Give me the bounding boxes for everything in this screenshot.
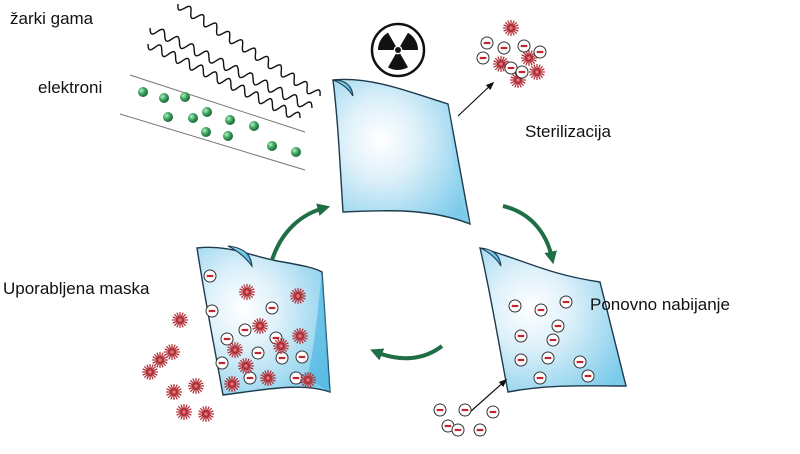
electron-icon: [159, 93, 169, 103]
negative-charge-icon: [480, 36, 494, 50]
negative-charge-icon: [275, 351, 289, 365]
virus-icon: [223, 375, 241, 393]
negative-charge-icon: [486, 405, 500, 419]
virus-icon: [197, 405, 215, 423]
virus-icon: [151, 351, 169, 369]
negative-charge-icon: [504, 61, 518, 75]
negative-charge-icon: [295, 350, 309, 364]
virus-icon: [226, 341, 244, 359]
virus-icon: [237, 357, 255, 375]
virus-icon: [259, 369, 277, 387]
negative-charge-icon: [559, 295, 573, 309]
recharged-mask-sheet: [479, 247, 627, 393]
label-sterilization: Sterilizacija: [525, 122, 611, 141]
negative-charge-icon: [541, 351, 555, 365]
electron-icon: [180, 92, 190, 102]
electron-icon: [223, 131, 233, 141]
negative-charge-icon: [514, 353, 528, 367]
negative-charge-icon: [573, 355, 587, 369]
virus-icon: [187, 377, 205, 395]
virus-icon: [272, 337, 290, 355]
negative-charge-icon: [265, 301, 279, 315]
negative-charge-icon: [551, 319, 565, 333]
negative-charge-icon: [514, 329, 528, 343]
electron-icon: [188, 113, 198, 123]
virus-icon: [289, 287, 307, 305]
negative-charge-icon: [515, 65, 529, 79]
electron-icon: [202, 107, 212, 117]
cycle-arrow-to-sterilization: [270, 203, 331, 261]
virus-icon: [175, 403, 193, 421]
virus-icon: [238, 283, 256, 301]
electron-beam-edge-lower: [119, 113, 306, 171]
negative-charge-icon: [220, 332, 234, 346]
virus-icon: [165, 383, 183, 401]
label-gamma-rays: žarki gama: [10, 9, 94, 28]
label-used-mask: Uporabljena maska: [3, 279, 150, 298]
negative-charge-icon: [497, 41, 511, 55]
electron-icon: [267, 141, 277, 151]
negative-charge-icon: [203, 269, 217, 283]
gamma-ray-wave: [147, 43, 301, 119]
negative-charge-icon: [533, 371, 547, 385]
negative-charge-icon: [534, 303, 548, 317]
removed-contaminants-cluster: [476, 19, 547, 89]
electron-beads: [138, 87, 301, 157]
electron-icon: [225, 115, 235, 125]
label-electrons: elektroni: [38, 78, 103, 97]
charging-arrow: [469, 378, 508, 413]
cycle-arrow-to-reuse: [370, 344, 444, 361]
negative-charge-icon: [238, 323, 252, 337]
cycle-arrow-to-recharging: [502, 204, 557, 265]
gamma-ray-waves: [147, 3, 321, 119]
negative-charge-icon: [476, 51, 490, 65]
incoming-charges-cluster: [433, 403, 500, 437]
sterilized-mask-sheet: [332, 78, 471, 226]
electron-icon: [138, 87, 148, 97]
negative-charge-icon: [215, 356, 229, 370]
negative-charge-icon: [508, 299, 522, 313]
gamma-ray-wave: [149, 27, 313, 109]
release-arrow: [457, 81, 495, 117]
negative-charge-icon: [546, 333, 560, 347]
electron-icon: [201, 127, 211, 137]
negative-charge-icon: [517, 39, 531, 53]
electron-beam-edge-upper: [129, 74, 306, 133]
virus-icon: [528, 63, 546, 81]
virus-icon: [141, 363, 159, 381]
negative-charge-icon: [433, 403, 447, 417]
radiation-icon: [370, 22, 426, 78]
virus-icon: [291, 327, 309, 345]
negative-charge-icon: [289, 371, 303, 385]
virus-icon: [502, 19, 520, 37]
gamma-ray-wave: [177, 3, 321, 97]
virus-icon: [251, 317, 269, 335]
negative-charge-icon: [251, 346, 265, 360]
electron-icon: [291, 147, 301, 157]
electron-icon: [249, 121, 259, 131]
virus-icon: [171, 311, 189, 329]
virus-icon: [299, 371, 317, 389]
negative-charge-icon: [533, 45, 547, 59]
negative-charge-icon: [205, 304, 219, 318]
negative-charge-icon: [473, 423, 487, 437]
negative-charge-icon: [581, 369, 595, 383]
label-recharging: Ponovno nabijanje: [590, 295, 730, 314]
electron-icon: [163, 112, 173, 122]
negative-charge-icon: [458, 403, 472, 417]
negative-charge-icon: [451, 423, 465, 437]
radiation-source-group: [119, 3, 321, 171]
